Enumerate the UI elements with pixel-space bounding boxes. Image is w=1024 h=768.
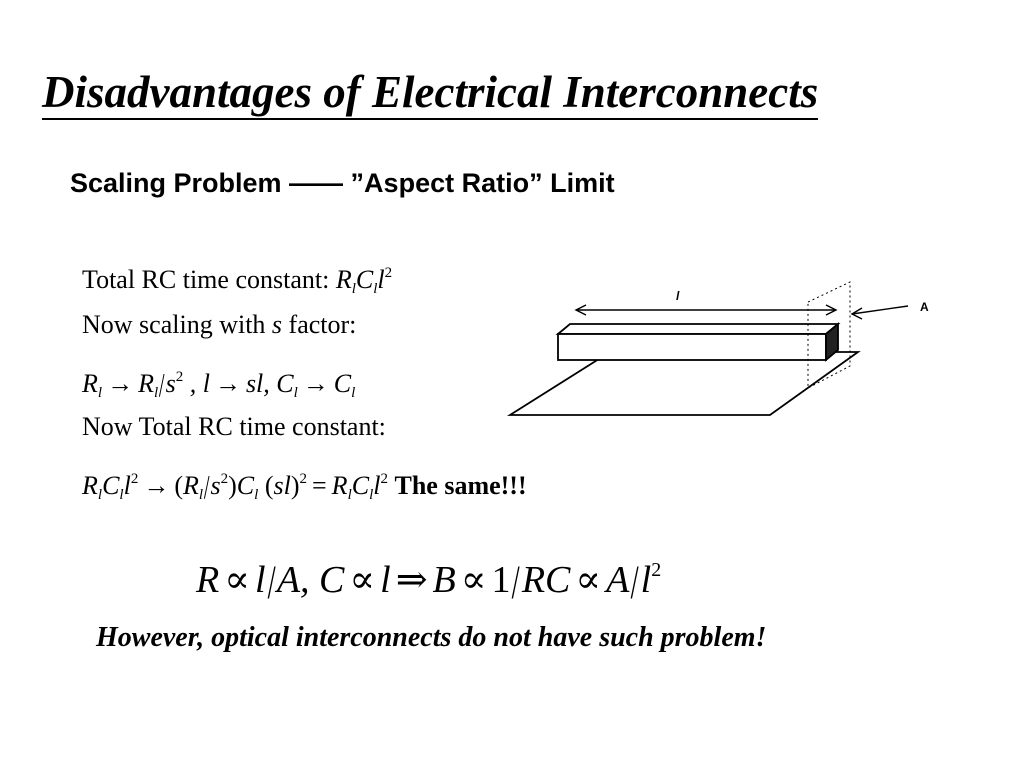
new-rc-formula: RlCll2→(Rl/s2)Cl (sl)2=RlCll2 The same!!…: [82, 469, 527, 506]
wire-front: [557, 333, 827, 361]
conclusion-text: However, optical interconnects do not ha…: [96, 622, 767, 653]
length-arrow-left-head: [574, 304, 587, 316]
wire-end: [825, 322, 839, 362]
area-arrow: [851, 305, 909, 315]
slide-subtitle: Scaling Problem —— ”Aspect Ratio” Limit: [70, 168, 615, 198]
interconnect-diagram: l A: [506, 281, 929, 416]
length-label: l: [676, 289, 680, 303]
new-total-rc-line: Now Total RC time constant:: [82, 412, 386, 441]
scaling-line: Now scaling with s factor:: [82, 310, 356, 340]
wire-top: [555, 323, 841, 335]
cross-section-plane: [807, 281, 851, 389]
scaling-var: s: [271, 310, 283, 339]
rc-formula: RlCll2: [335, 265, 393, 297]
scaling-pre: Now scaling with: [82, 310, 272, 339]
area-label: A: [920, 300, 929, 314]
area-arrow-head: [850, 307, 863, 320]
total-rc-label: Total RC time constant:: [82, 265, 336, 294]
total-rc-line: Total RC time constant: RlCll2: [82, 258, 392, 304]
scaling-post: factor:: [282, 310, 357, 339]
ground-plane: [506, 351, 861, 416]
bandwidth-formula: R∝l/A, C∝l⇒B∝1/RC∝A/l2: [196, 556, 662, 609]
slide-title: Disadvantages of Electrical Interconnect…: [42, 66, 819, 120]
length-arrow-right-head: [825, 304, 838, 316]
same-note: The same!!!: [394, 471, 527, 500]
scaling-formula: Rl→Rl/s2 , l→sl, Cl→Cl: [82, 367, 356, 404]
